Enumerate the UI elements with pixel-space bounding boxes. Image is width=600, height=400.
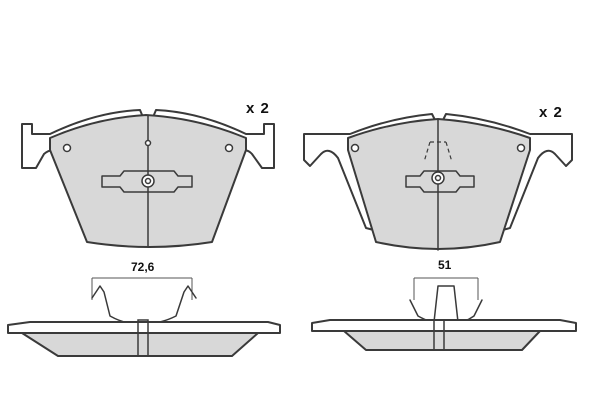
- left-pad-rivet-left: [62, 143, 72, 153]
- left-pad-rivet-top: [144, 139, 152, 147]
- left-pad-backing-plate-side: [7, 321, 281, 334]
- left-pad-spring-clip: [91, 285, 197, 324]
- right-pad-sensor-guide: [423, 141, 453, 163]
- left-pad-rivet-right: [224, 143, 234, 153]
- right-pad-dimension-label: 51: [438, 258, 452, 272]
- right-pad-front-view: [303, 113, 573, 251]
- right-pad-rivet-left: [350, 143, 360, 153]
- right-pad-side-view: [311, 277, 577, 351]
- left-pad-side-view: [7, 277, 281, 357]
- left-pad-friction-side: [21, 332, 259, 357]
- right-pad-friction-side: [343, 330, 541, 351]
- left-pad-quantity-label: x 2: [246, 100, 270, 117]
- right-pad-quantity-label: x 2: [539, 104, 563, 121]
- left-pad-front-view: [21, 109, 275, 248]
- right-pad-rivet-right: [516, 143, 526, 153]
- right-pad-center-slot-side: [433, 319, 445, 351]
- left-pad-center-slot-side: [137, 319, 149, 357]
- right-pad-clip-rivet: [434, 174, 442, 182]
- right-pad-sensor-clip: [405, 170, 475, 193]
- left-pad-clip-rivet: [144, 177, 152, 185]
- right-pad-wear-sensor: [433, 285, 459, 323]
- left-pad-sensor-clip: [101, 170, 193, 193]
- left-pad-dimension-label: 72,6: [131, 260, 155, 274]
